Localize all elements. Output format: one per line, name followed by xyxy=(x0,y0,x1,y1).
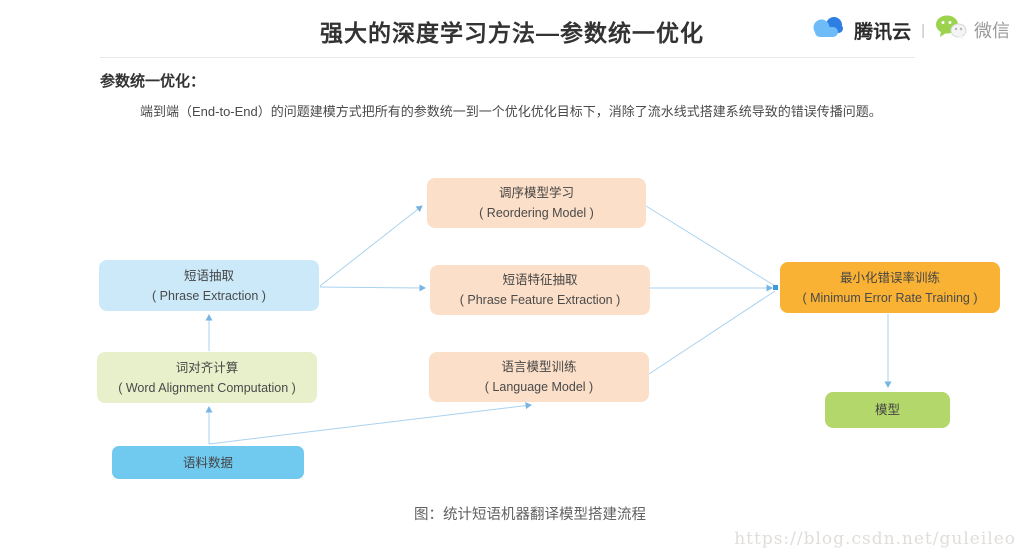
node-reordering-model: 调序模型学习 ( Reordering Model ) xyxy=(427,178,646,228)
edge-phrase-extraction-to-reordering xyxy=(319,205,423,287)
header-divider xyxy=(100,57,915,58)
node-title: 最小化错误率训练 xyxy=(839,270,940,285)
wechat-icon xyxy=(935,14,967,46)
node-title: 语料数据 xyxy=(182,455,233,470)
edge-corpus-to-language-model xyxy=(208,402,532,445)
node-language-model: 语言模型训练 ( Language Model ) xyxy=(429,352,649,402)
wechat-label: 微信 xyxy=(974,21,1010,41)
node-corpus-data: 语料数据 xyxy=(112,446,304,479)
node-title: 短语特征抽取 xyxy=(502,273,578,287)
watermark-url: https://blog.csdn.net/guleileo xyxy=(734,529,1016,549)
node-subtitle: ( Word Alignment Computation ) xyxy=(118,380,296,395)
node-subtitle: ( Minimum Error Rate Training ) xyxy=(802,290,978,305)
edge-reordering-to-mert xyxy=(645,205,776,287)
node-title: 短语抽取 xyxy=(183,268,234,283)
tencent-cloud-label: 腾讯云 xyxy=(854,21,912,43)
section-body: 端到端（End-to-End）的问题建模方式把所有的参数统一到一个优化优化目标下… xyxy=(140,104,882,119)
node-word-alignment-computation: 词对齐计算 ( Word Alignment Computation ) xyxy=(97,352,317,403)
node-title: 词对齐计算 xyxy=(175,360,239,375)
brand-logos: 腾讯云 | 微信 xyxy=(809,12,1010,48)
node-title: 调序模型学习 xyxy=(498,186,574,200)
page-title: 强大的深度学习方法—参数统一优化 xyxy=(320,20,704,46)
node-subtitle: ( Phrase Feature Extraction ) xyxy=(459,293,621,307)
node-title: 语言模型训练 xyxy=(501,360,577,374)
brand-separator: | xyxy=(921,21,925,39)
edge-phrase-extraction-to-phrase-feature xyxy=(319,284,426,292)
node-title: 模型 xyxy=(874,403,900,417)
node-minimum-error-rate-training: 最小化错误率训练 ( Minimum Error Rate Training ) xyxy=(780,262,1000,313)
node-subtitle: ( Phrase Extraction ) xyxy=(152,288,266,303)
section-heading: 参数统一优化： xyxy=(100,73,206,90)
node-model: 模型 xyxy=(825,392,950,428)
node-phrase-feature-extraction: 短语特征抽取 ( Phrase Feature Extraction ) xyxy=(430,265,650,315)
node-subtitle: ( Reordering Model ) xyxy=(479,206,594,220)
tencent-cloud-icon xyxy=(809,14,847,46)
node-phrase-extraction: 短语抽取 ( Phrase Extraction ) xyxy=(99,260,319,311)
edge-language-model-to-mert xyxy=(648,290,776,375)
figure-caption: 图：统计短语机器翻译模型搭建流程 xyxy=(414,507,646,523)
node-subtitle: ( Language Model ) xyxy=(484,380,594,394)
edge-convergence-point xyxy=(773,285,778,290)
